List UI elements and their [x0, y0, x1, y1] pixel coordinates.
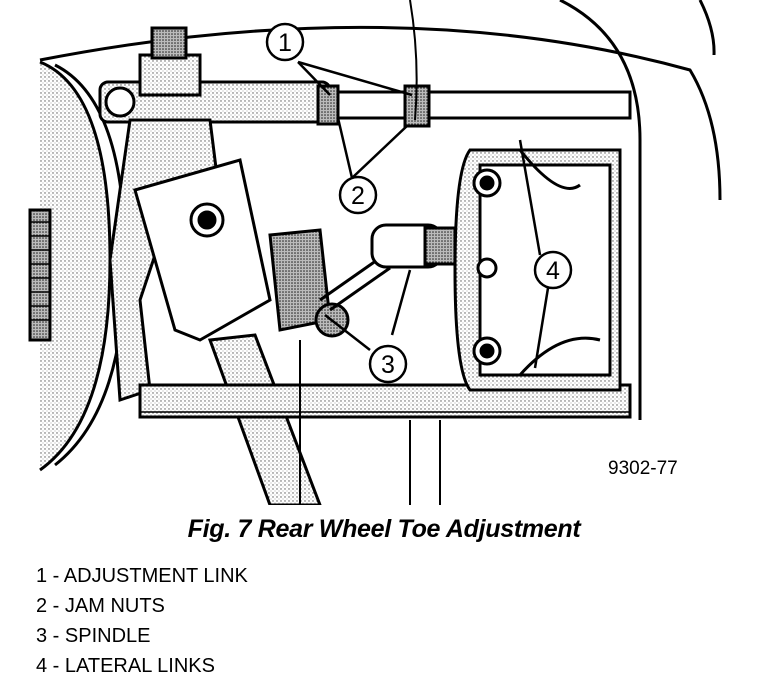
spindle-knuckle [108, 118, 350, 505]
legend-list: 1 - ADJUSTMENT LINK 2 - JAM NUTS 3 - SPI… [36, 561, 248, 681]
legend-item: 4 - LATERAL LINKS [36, 655, 215, 677]
suspension-diagram: 1 2 3 4 9302-77 [28, 0, 722, 505]
cables [299, 0, 441, 505]
svg-text:4: 4 [546, 257, 560, 285]
callout-2: 2 [338, 175, 378, 215]
frame-outline [39, 0, 722, 420]
legend-item: 2 - JAM NUTS [36, 595, 165, 617]
adjustment-link [98, 26, 632, 128]
figure-caption: Fig. 7 Rear Wheel Toe Adjustment [187, 515, 581, 543]
callout-1: 1 [265, 22, 305, 62]
svg-text:3: 3 [381, 351, 395, 379]
leader-lines [297, 60, 550, 369]
toe-link [319, 223, 457, 312]
legend-item: 1 - ADJUSTMENT LINK [36, 565, 248, 587]
figure-number: 9302-77 [608, 458, 678, 479]
callout-3: 3 [368, 344, 408, 384]
legend-item: 3 - SPINDLE [36, 625, 151, 647]
callout-4: 4 [533, 250, 573, 290]
svg-text:1: 1 [278, 29, 292, 57]
svg-text:2: 2 [351, 182, 365, 210]
